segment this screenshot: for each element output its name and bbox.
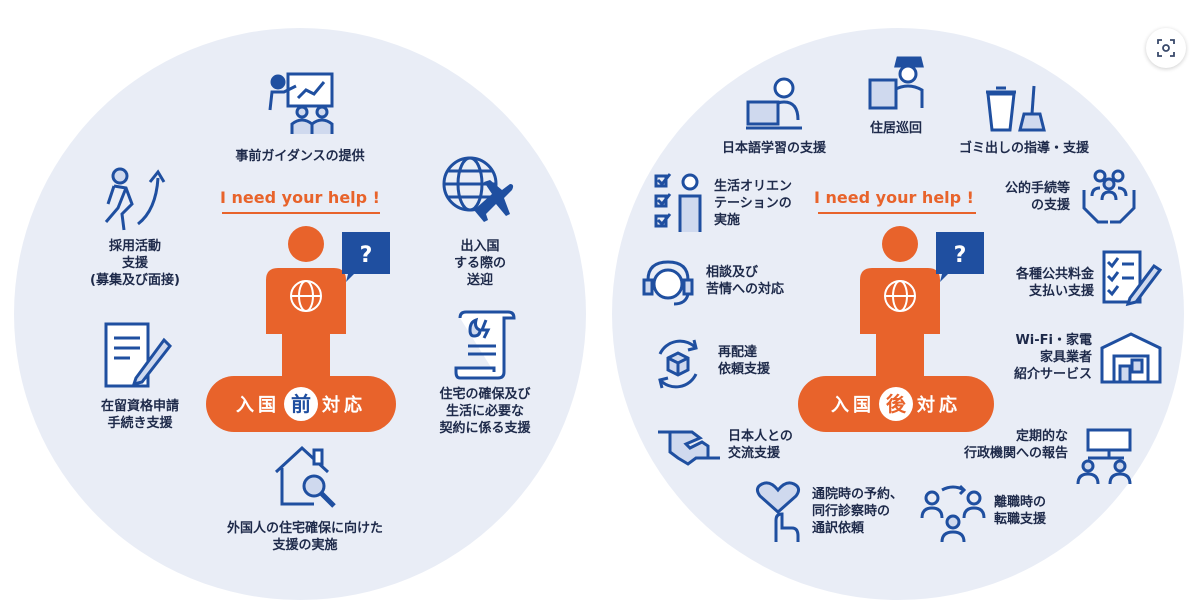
patrol-officer-icon (868, 56, 924, 110)
after-label-consultation: 相談及び 苦情への対応 (706, 265, 785, 297)
checklist-person-icon (654, 173, 702, 232)
redelivery-box-icon (658, 339, 698, 389)
svg-text:?: ? (954, 243, 967, 268)
badge-prefix: 入国 (831, 395, 875, 416)
before-label-visa: 在留資格申請 手続き支援 (100, 399, 179, 431)
after-label-garbage: ゴミ出しの指導・支援 (958, 141, 1089, 156)
svg-text:?: ? (360, 243, 373, 268)
after-label-patrol: 住居巡回 (869, 121, 922, 136)
hands-people-icon (1082, 169, 1136, 224)
running-person-icon (104, 167, 166, 231)
globe-plane-icon (442, 156, 514, 222)
before-label-airport: 出入国 する際の 送迎 (453, 239, 506, 288)
after-label-redelivery: 再配達 依頼支援 (718, 345, 771, 377)
before-help-underline (222, 212, 380, 214)
lens-scan-button[interactable] (1146, 28, 1186, 68)
handshake-icon (658, 430, 720, 466)
before-help-text: I need your help ! (220, 188, 380, 207)
report-people-icon (1076, 428, 1132, 485)
after-label-hospital: 通院時の予約、 同行診察時の 通訳依頼 (812, 487, 904, 536)
before-label-housing-contract: 住宅の確保及び 生活に必要な 契約に係る支援 (439, 387, 531, 436)
after-help-text: I need your help ! (814, 188, 974, 207)
document-pen-icon (104, 322, 172, 388)
contract-scroll-icon (454, 310, 516, 380)
after-label-japanese: 日本語学習の支援 (721, 141, 826, 156)
after-label-report: 定期的な 行政機関への報告 (963, 429, 1068, 461)
after-label-exchange: 日本人との 交流支援 (728, 429, 793, 461)
after-label-wifi-appliances: Wi-Fi・家電 家具業者 紹介サービス (1013, 333, 1092, 382)
lens-scan-icon (1157, 39, 1175, 57)
before-label-recruit: 採用活動 支援 (募集及び面接) (90, 239, 180, 288)
foreign-worker-person-icon-after: ? (860, 226, 984, 382)
badge-suffix: 対応 (322, 395, 366, 416)
heart-hand-icon (755, 481, 801, 542)
before-entry-badge: 入国 前 対応 (206, 376, 396, 432)
foreign-worker-person-icon: ? (266, 226, 390, 382)
before-label-guidance: 事前ガイダンスの提供 (235, 149, 365, 164)
after-label-utility-bills: 各種公共料金 支払い支援 (1015, 267, 1094, 299)
after-label-public-procedures: 公的手続等 の支援 (1004, 181, 1070, 213)
trash-broom-icon (986, 85, 1046, 132)
career-change-icon (920, 484, 986, 543)
after-entry-badge: 入国 後 対応 (798, 376, 994, 432)
house-search-icon (274, 445, 336, 508)
after-label-career: 離職時の 転職支援 (994, 495, 1047, 527)
after-label-orientation: 生活オリエン テーションの 実施 (714, 179, 793, 228)
bill-pen-icon (1102, 250, 1162, 307)
badge-suffix: 対応 (917, 395, 961, 416)
laptop-study-icon (746, 77, 802, 130)
badge-highlight: 後 (879, 387, 913, 421)
badge-prefix: 入国 (236, 395, 280, 416)
warehouse-icon (1100, 332, 1162, 384)
before-label-house-search: 外国人の住宅確保に向けた 支援の実施 (226, 521, 383, 553)
after-help-underline (818, 212, 976, 214)
headset-icon (642, 260, 694, 306)
presentation-icon (268, 72, 334, 134)
badge-highlight: 前 (284, 387, 318, 421)
